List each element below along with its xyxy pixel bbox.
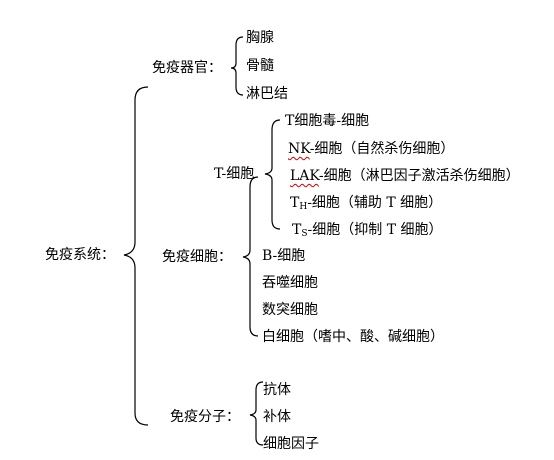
molecule-item: 细胞因子 <box>263 436 319 452</box>
cell-item: B-细胞 <box>262 248 306 264</box>
t-cell-subtype: TH-细胞（辅助 T 细胞） <box>290 196 442 212</box>
subtype-abbrev: T <box>290 195 300 211</box>
root-brace <box>123 86 149 426</box>
t-cell-label: T-细胞 <box>214 166 255 182</box>
organ-item: 胸腺 <box>246 30 274 46</box>
cells-brace <box>242 176 259 337</box>
cell-item: 数突细胞 <box>262 302 318 318</box>
organ-item: 淋巴结 <box>246 86 288 102</box>
subtype-subscript: H <box>299 202 308 212</box>
t-cell-subtype: LAK-细胞（淋巴因子激活杀伤细胞） <box>290 169 520 183</box>
molecules-label: 免疫分子： <box>170 409 240 425</box>
t-cell-subtype: NK-细胞（自然杀伤细胞） <box>288 142 454 156</box>
cells-label: 免疫细胞： <box>162 249 232 265</box>
subtype-desc: -细胞（自然杀伤细胞） <box>309 141 455 157</box>
subtype-subscript: S <box>301 229 308 239</box>
organs-label: 免疫器官： <box>152 60 222 76</box>
organ-item: 骨髓 <box>246 58 274 74</box>
subtype-abbrev: NK <box>288 141 310 157</box>
subtype-desc: -细胞（辅助 T 细胞） <box>307 195 443 211</box>
cell-item: 白细胞（嗜中、酸、碱细胞） <box>262 329 444 345</box>
subtype-abbrev: LAK <box>290 168 319 184</box>
molecule-item: 抗体 <box>263 382 291 398</box>
subtype-desc: -细胞（抑制 T 细胞） <box>307 222 443 238</box>
t-cell-brace <box>264 119 281 230</box>
molecule-item: 补体 <box>263 409 291 425</box>
cell-item: 吞噬细胞 <box>262 275 318 291</box>
root-label: 免疫系统： <box>45 247 115 263</box>
subtype-desc: -细胞（淋巴因子激活杀伤细胞） <box>318 168 520 184</box>
molecules-brace <box>249 381 264 446</box>
organs-brace <box>230 36 244 96</box>
t-cell-subtype: TS-细胞（抑制 T 细胞） <box>292 223 442 239</box>
t-cell-subtype: T细胞毒-细胞 <box>285 113 370 129</box>
subtype-abbrev: T <box>292 222 302 238</box>
